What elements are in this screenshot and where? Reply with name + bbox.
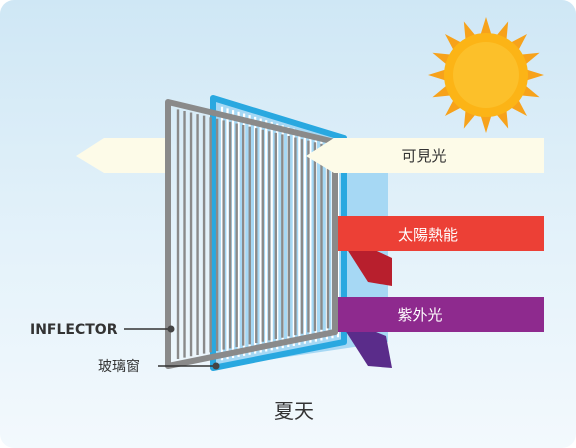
visible-light-in-arrow — [306, 138, 544, 173]
glass-window-label: 玻璃窗 — [98, 358, 140, 375]
inflector-leader-dot — [167, 325, 175, 333]
sun-core — [453, 42, 519, 108]
glass-leader-dot — [212, 362, 220, 370]
visible-light-out-arrow — [76, 138, 165, 173]
uv-label: 紫外光 — [397, 306, 442, 324]
inflector-slats — [176, 109, 330, 359]
sun-ray — [479, 112, 493, 133]
sun-ray — [523, 68, 544, 82]
sun-ray — [428, 68, 449, 82]
solar-heat-label: 太陽熱能 — [398, 226, 458, 244]
season-caption: 夏天 — [274, 399, 314, 423]
solar-heat-bar — [332, 216, 544, 251]
inflector-panel — [165, 99, 338, 369]
sun-ray — [479, 17, 493, 38]
visible-light-label: 可見光 — [401, 147, 446, 165]
inflector-frame — [165, 99, 338, 369]
inflector-label: INFLECTOR — [30, 322, 118, 338]
sun-icon — [428, 17, 544, 133]
uv-bar — [332, 297, 544, 332]
glass-frame — [210, 95, 347, 371]
